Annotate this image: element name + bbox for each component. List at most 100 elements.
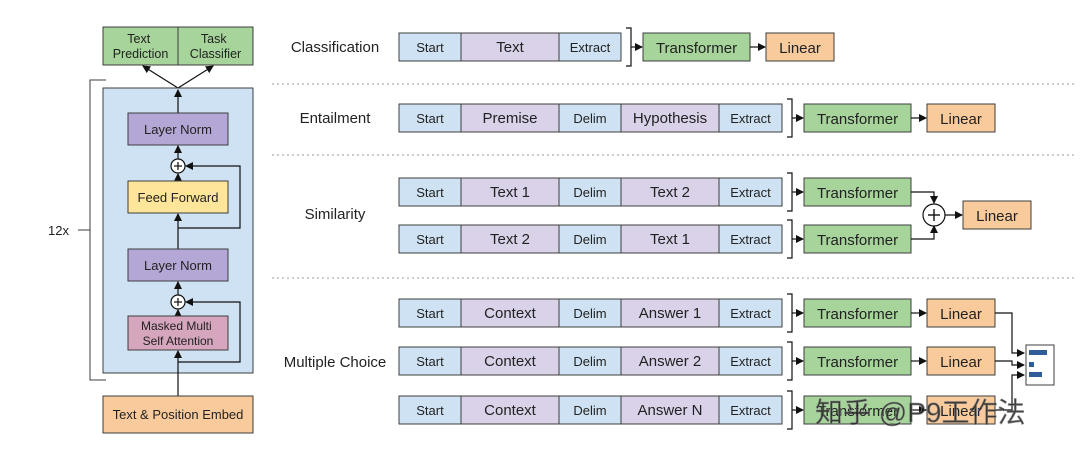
classification-row-1-linear <box>765 32 835 62</box>
multiple-choice-row-2-linear-label: Linear <box>940 354 982 371</box>
embed-label: Text & Position Embed <box>113 407 244 422</box>
layer-norm-top-label: Layer Norm <box>144 122 212 137</box>
residual-bottom <box>178 298 241 363</box>
multiple-choice-row-1-token-start <box>398 298 462 328</box>
multiple-choice-row-3-transformer-label: Transformer <box>817 403 898 420</box>
similarity-row-1-token-text-2-label: Text 2 <box>650 184 690 201</box>
multiple-choice-row-3-arrow-to-selector <box>995 371 1025 411</box>
classification-row-1-token-extract <box>558 32 622 62</box>
entailment-row-1-bracket <box>787 98 793 138</box>
task-label-similarity: Similarity <box>305 206 366 223</box>
similarity-row-2-token-delim <box>558 224 622 254</box>
attention-line2: Self Attention <box>143 334 214 348</box>
similarity-row-2-transformer <box>803 224 912 254</box>
entailment-row-1-transformer-label: Transformer <box>817 111 898 128</box>
similarity-row-1-token-extract-label: Extract <box>730 185 771 200</box>
masked-self-attention-block <box>127 315 229 351</box>
arrow-to-task-classifier <box>177 65 214 89</box>
entailment-row-1-token-hypothesis <box>620 103 720 133</box>
multiple-choice-row-1-token-answer-1 <box>620 298 720 328</box>
task-classifier-line2: Classifier <box>190 47 241 61</box>
attention-line1: Masked Multi <box>141 319 212 333</box>
similarity-row-2-transformer-label: Transformer <box>817 232 898 249</box>
task-label-entailment: Entailment <box>300 110 372 127</box>
multiple-choice-row-2-token-answer-2-label: Answer 2 <box>639 353 702 370</box>
multiple-choice-row-3-token-answer-n-label: Answer N <box>637 402 702 419</box>
similarity-row-1-token-text-1 <box>460 177 560 207</box>
multiple-choice-row-3-bracket <box>787 390 793 430</box>
text-prediction-line1: Text <box>127 32 150 46</box>
multiple-choice-row-2-arrow-to-selector <box>995 360 1025 369</box>
multiple-choice-row-3-linear-label: Linear <box>940 403 982 420</box>
multiple-choice-row-3-token-extract-label: Extract <box>730 403 771 418</box>
multiple-choice-row-1-token-context-label: Context <box>484 305 537 322</box>
entailment-row-1-token-extract-label: Extract <box>730 111 771 126</box>
classification-row-1-linear-label: Linear <box>779 40 821 57</box>
classification-row-1-transformer <box>642 32 751 62</box>
multiple-choice-row-1-transformer-label: Transformer <box>817 306 898 323</box>
multiple-choice-row-2-token-answer-2 <box>620 346 720 376</box>
layer-norm-top <box>127 112 229 146</box>
entailment-row-1-token-premise <box>460 103 560 133</box>
answer-selector-icon <box>1025 344 1055 386</box>
similarity-linear <box>962 200 1032 230</box>
similarity-merge-bottom <box>911 225 938 240</box>
multiple-choice-row-3-token-start-label: Start <box>416 403 444 418</box>
classification-row-1-token-start <box>398 32 462 62</box>
multiple-choice-row-1-token-start-label: Start <box>416 306 444 321</box>
multiple-choice-row-3-token-context-label: Context <box>484 402 537 419</box>
multiple-choice-row-2-transformer-label: Transformer <box>817 354 898 371</box>
entailment-row-1-token-start <box>398 103 462 133</box>
similarity-row-2-token-extract-label: Extract <box>730 232 771 247</box>
multiple-choice-row-1-bracket <box>787 293 793 333</box>
similarity-row-1-transformer <box>803 177 912 207</box>
classification-row-1-transformer-label: Transformer <box>656 40 737 57</box>
task-classifier-line1: Task <box>201 32 227 46</box>
multiple-choice-row-2-token-start <box>398 346 462 376</box>
similarity-row-2-token-extract <box>718 224 783 254</box>
multiple-choice-row-2-token-extract-label: Extract <box>730 354 771 369</box>
attention-label: Masked Multi Self Attention <box>141 319 215 348</box>
similarity-row-2-token-text-2-label: Text 2 <box>490 231 530 248</box>
multiple-choice-row-2-token-extract <box>718 346 783 376</box>
arrow-to-text-prediction <box>142 65 179 89</box>
entailment-row-1-token-hypothesis-label: Hypothesis <box>633 110 707 127</box>
classification-row-1-token-start-label: Start <box>416 40 444 55</box>
multiple-choice-row-2-linear <box>926 346 996 376</box>
entailment-row-1-token-delim-label: Delim <box>573 111 606 126</box>
multiple-choice-row-1-transformer <box>803 298 912 328</box>
entailment-row-1-token-start-label: Start <box>416 111 444 126</box>
repeat-label: 12x <box>48 223 69 238</box>
similarity-linear-label: Linear <box>976 208 1018 225</box>
multiple-choice-row-2-bracket <box>787 341 793 381</box>
multiple-choice-row-3-token-delim <box>558 395 622 425</box>
multiple-choice-row-3-token-extract <box>718 395 783 425</box>
feed-forward-block <box>127 180 229 214</box>
entailment-row-1-linear-label: Linear <box>940 111 982 128</box>
multiple-choice-row-1-token-delim-label: Delim <box>573 306 606 321</box>
residual-top <box>178 162 241 229</box>
similarity-row-1-token-delim <box>558 177 622 207</box>
multiple-choice-row-1-linear-label: Linear <box>940 306 982 323</box>
similarity-row-1-token-text-1-label: Text 1 <box>490 184 530 201</box>
entailment-row-1-linear <box>926 103 996 133</box>
similarity-row-2-token-text-1-label: Text 1 <box>650 231 690 248</box>
similarity-row-1-transformer-label: Transformer <box>817 185 898 202</box>
similarity-row-1-token-start <box>398 177 462 207</box>
similarity-row-2-bracket <box>787 219 793 259</box>
feed-forward-label: Feed Forward <box>138 190 219 205</box>
text-prediction-line2: Prediction <box>113 47 169 61</box>
similarity-row-1-bracket <box>787 172 793 212</box>
task-label-multiple-choice: Multiple Choice <box>284 354 387 371</box>
classification-row-1-token-text-label: Text <box>496 39 524 56</box>
task-label-classification: Classification <box>291 39 379 56</box>
entailment-row-1-token-premise-label: Premise <box>482 110 537 127</box>
embed-block <box>102 395 254 434</box>
architecture-panel: Text Prediction Task Classifier 12x Laye… <box>48 26 254 434</box>
task-classifier-label: Task Classifier <box>190 32 241 61</box>
similarity-merge-top <box>911 191 938 204</box>
multiple-choice-row-1-token-extract-label: Extract <box>730 306 771 321</box>
multiple-choice-row-1-token-extract <box>718 298 783 328</box>
